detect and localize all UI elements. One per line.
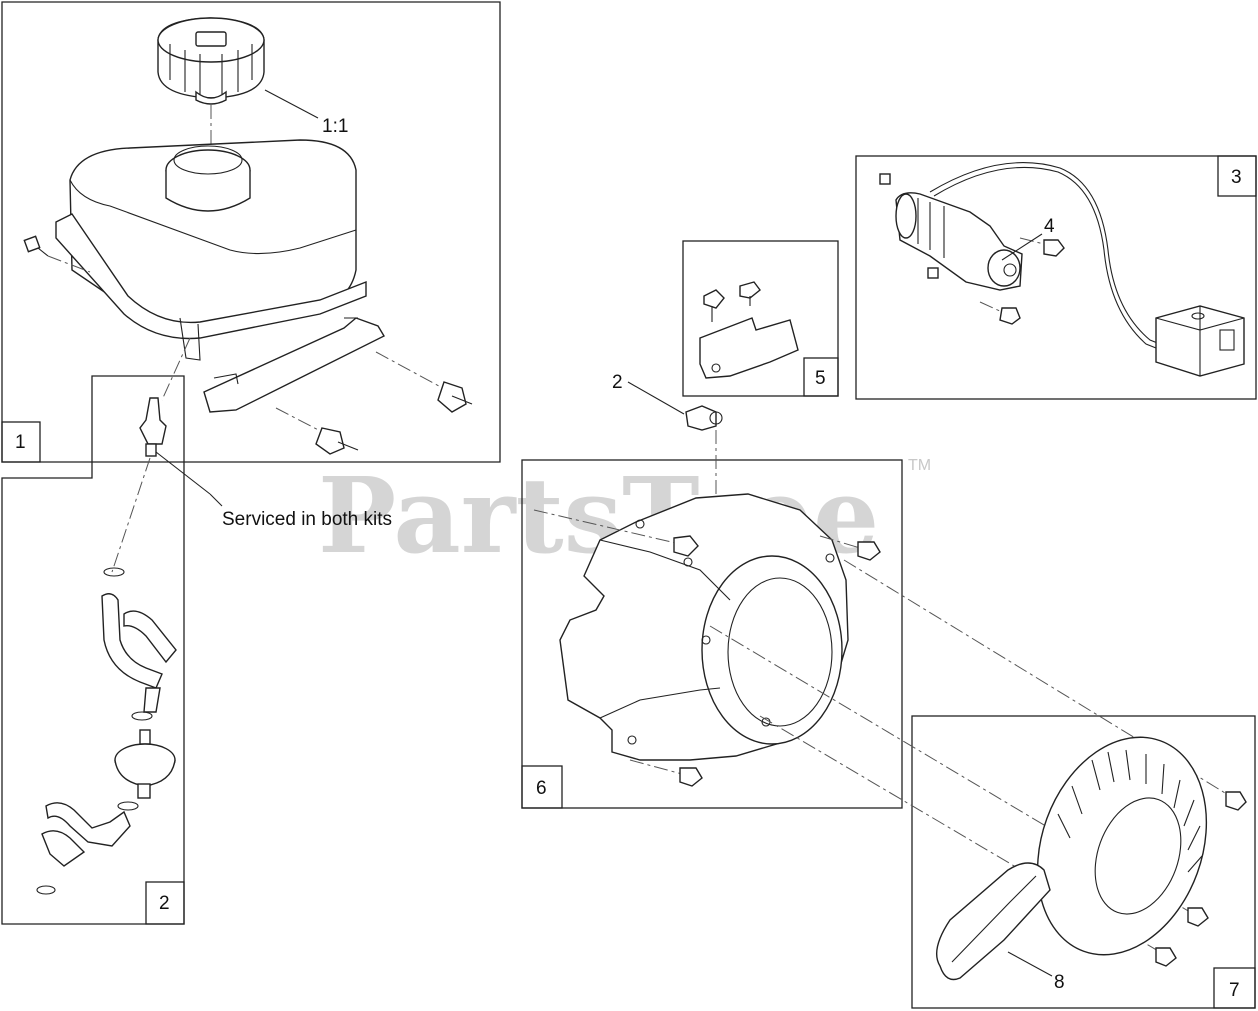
hose-clamp-upper — [103, 567, 125, 577]
bolt-shield-right — [437, 381, 473, 413]
recoil-bolt-top — [1225, 791, 1247, 811]
housing-bolt-right — [857, 541, 881, 561]
starter-bolt-mid — [927, 267, 939, 279]
callout-start-motor: 4 — [1044, 216, 1055, 237]
callout-fuel-cap: 1:1 — [322, 116, 348, 137]
kit-number-7: 7 — [1229, 980, 1240, 1001]
fuel-cap — [157, 17, 265, 105]
kit-number-5: 5 — [815, 368, 826, 389]
callout-recoil-handle: 8 — [1054, 972, 1065, 993]
blower-housing — [559, 493, 849, 761]
kit-frame-2: 2 — [1, 375, 185, 925]
starter-motor — [895, 192, 1023, 291]
housing-bolt-lower — [679, 767, 703, 787]
recoil-starter — [1036, 736, 1208, 956]
kit-frame-6: 6 — [521, 459, 903, 809]
kit-frame-5: 5 — [682, 240, 839, 397]
hose-clamp-bottom — [36, 885, 56, 895]
watermark-trademark: TM — [908, 457, 931, 474]
recoil-bolt-mid — [1187, 907, 1209, 927]
recoil-handle — [936, 862, 1051, 981]
bolt-shield-lower — [315, 427, 359, 455]
kit-frame-1: 1 — [1, 1, 501, 463]
callout-serviced-note: Serviced in both kits — [222, 509, 392, 530]
heat-shield — [203, 317, 385, 413]
starter-switch-box — [1155, 305, 1245, 377]
hose-clamp-lower — [117, 801, 139, 811]
kit-frame-3: 3 — [855, 155, 1257, 400]
fuel-filter — [114, 729, 176, 799]
bracket-bolt-right — [739, 281, 761, 306]
fuel-hose-upper — [101, 593, 177, 713]
starter-bolt-top — [879, 173, 891, 185]
bracket-bolt-left — [703, 289, 725, 322]
recoil-bolt-low — [1155, 947, 1177, 967]
kit-number-2: 2 — [159, 893, 170, 914]
kit-number-1: 1 — [15, 432, 26, 453]
spacer-clip — [685, 405, 723, 431]
hose-clamp-mid — [131, 711, 153, 721]
fuel-shutoff-valve — [139, 397, 167, 457]
fuel-tank — [55, 139, 367, 361]
callout-spacer: 2 — [612, 372, 623, 393]
kit-number-3: 3 — [1231, 167, 1242, 188]
starter-wire — [929, 162, 1161, 349]
starter-bolt-right — [1043, 239, 1065, 257]
starter-bolt-lower — [999, 307, 1021, 325]
kit-number-6: 6 — [536, 778, 547, 799]
kit-frame-7: 7 — [911, 715, 1256, 1009]
bracket — [699, 317, 799, 379]
housing-bolt-left — [673, 535, 699, 557]
bolt-tank-left — [23, 235, 49, 257]
fuel-hose-lower — [41, 802, 131, 867]
